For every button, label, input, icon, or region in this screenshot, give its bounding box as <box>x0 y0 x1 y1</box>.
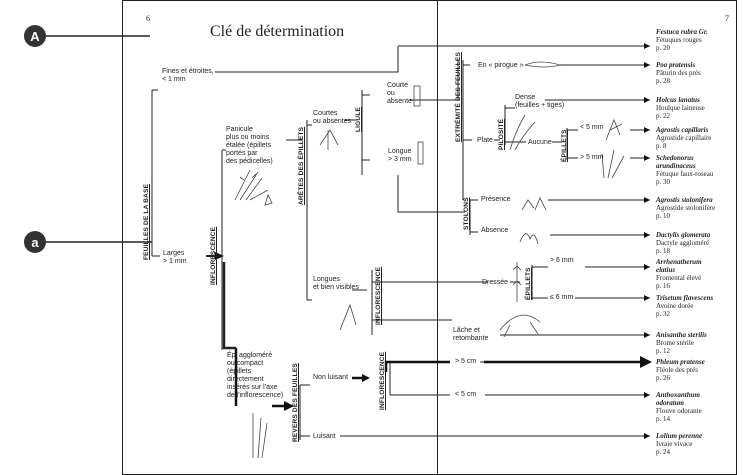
axis-pilosite: PILOSITÉ <box>498 118 505 150</box>
label-courte-absente: Courte ou absente <box>387 82 412 105</box>
label-epi: Épi aggloméré ou compact (épillets direc… <box>227 352 284 399</box>
right-page-number: 7 <box>725 14 729 23</box>
axis-extremite: EXTRÉMITÉ DES FEUILLES <box>455 52 462 142</box>
axis-aretes: ARÊTES DES ÉPILLETS <box>298 126 305 205</box>
label-plate: Plate <box>477 137 493 144</box>
callout-A: A <box>24 25 46 47</box>
pirogue-sketch <box>524 61 562 68</box>
label-fines: Fines et étroites, < 1 mm <box>162 68 214 83</box>
label-gt5cm: > 5 cm <box>455 358 477 365</box>
axis-inflorescence-2: INFLORESCENCE <box>375 266 382 325</box>
axis-ligule: LIGULE <box>355 106 362 132</box>
label-dense: Dense (feuilles + tiges) <box>515 94 565 109</box>
label-lt5mm: < 5 mm <box>580 124 604 131</box>
label-larges: Larges > 1 mm <box>163 250 187 265</box>
arrow-nonluisant <box>362 374 370 382</box>
label-lt5cm: < 5 cm <box>455 391 477 398</box>
aretes-longues-sketch <box>339 303 357 331</box>
label-presence: Présence <box>481 196 511 203</box>
stolons-absence-sketch <box>519 233 539 245</box>
label-longue: Longue > 3 mm <box>388 148 412 163</box>
panicule-sketch <box>234 169 269 201</box>
axis-inflorescence-3: INFLORESCENCE <box>379 351 386 410</box>
axis-epillets-2: ÉPILLETS <box>525 267 532 300</box>
label-lache: Lâche et retombante <box>453 327 489 342</box>
plate-sketch <box>509 114 536 151</box>
label-gt5mm: > 5 mm <box>580 154 604 161</box>
epi-sketch <box>252 413 268 459</box>
label-le6mm: ≤ 6 mm <box>550 294 574 301</box>
label-dressee: Dressée <box>482 279 509 286</box>
stolons-presence-sketch <box>521 197 547 211</box>
dressee-sketch <box>512 262 522 302</box>
page-title: Clé de détermination <box>210 23 345 40</box>
callout-a: a <box>24 231 46 253</box>
highlighted-path <box>234 348 640 408</box>
ligule-short-sketch <box>413 85 421 107</box>
axis-stolons: STOLONS <box>463 197 470 230</box>
lache-sketch <box>499 314 541 338</box>
left-page-number: 6 <box>146 14 150 23</box>
label-longues: Longues et bien visibles <box>313 276 359 291</box>
aretes-courtes-sketch <box>319 129 339 150</box>
plant-sketches <box>234 61 625 459</box>
agrostis-sketch <box>605 118 623 141</box>
label-absence: Absence <box>481 227 509 234</box>
ligule-long-sketch <box>417 141 424 165</box>
axis-epillets-1: ÉPILLETS <box>561 129 568 162</box>
label-courtes: Courtes ou absentes <box>313 110 352 125</box>
axis-base: FEUILLES DE LA BASE <box>143 183 150 260</box>
axis-revers: REVERS DES FEUILLES <box>292 363 299 442</box>
label-non-luisant: Non luisant <box>313 374 349 381</box>
schedonorus-sketch <box>601 149 625 179</box>
arrow-revers <box>284 401 294 411</box>
label-luisant: Luisant <box>313 433 336 440</box>
label-pirogue: En « pirogue » <box>478 62 524 69</box>
label-aucune: Aucune <box>528 139 552 146</box>
arrow-larges <box>215 252 224 260</box>
axis-inflorescence-1: INFLORESCENCE <box>210 226 217 285</box>
label-gt6mm: > 6 mm <box>550 257 574 264</box>
arrow-phleum <box>640 356 652 368</box>
label-panicule: Panicule plus ou moins étalée (épillets … <box>226 126 273 165</box>
